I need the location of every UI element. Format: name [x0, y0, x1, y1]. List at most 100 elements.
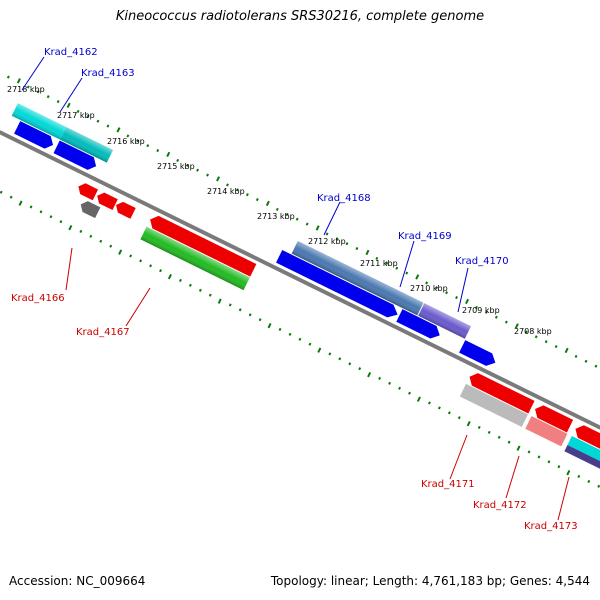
tick-mark [547, 460, 551, 464]
tick-mark [68, 224, 73, 231]
tick-mark [537, 455, 541, 459]
tick-mark [96, 119, 100, 123]
tick-mark [475, 305, 478, 309]
gene-label-reverse[interactable]: Krad_4167 [76, 327, 130, 338]
kbp-label: 2715 kbp [157, 162, 195, 171]
tick-mark [79, 229, 83, 234]
gene-gray[interactable] [78, 199, 101, 219]
map-title: Kineococcus radiotolerans SRS30216, comp… [115, 9, 485, 24]
gene-label-reverse[interactable]: Krad_4173 [524, 521, 578, 532]
tick-mark [416, 396, 421, 402]
tick-mark [59, 220, 63, 224]
tick-mark [226, 183, 229, 187]
gene-blue-5[interactable] [459, 340, 498, 369]
rotated-map-group [0, 75, 600, 488]
gene-silver[interactable] [459, 383, 528, 427]
tick-mark [216, 176, 221, 182]
tick-mark [507, 440, 511, 444]
gene-blue-2[interactable] [53, 140, 100, 173]
tick-mark [129, 254, 133, 258]
gene-label-forward[interactable]: Krad_4163 [81, 68, 135, 79]
gene-cyan-3[interactable] [567, 436, 600, 472]
tick-mark [159, 269, 162, 273]
tick-mark [524, 330, 528, 334]
gene-red-small-1[interactable] [76, 181, 99, 201]
tick-mark [278, 327, 282, 332]
tick-mark [457, 416, 461, 420]
tick-mark [235, 188, 239, 192]
tick-mark [196, 168, 200, 172]
tick-mark [494, 315, 498, 319]
tick-mark [338, 357, 342, 361]
gene-red-long[interactable] [147, 213, 257, 277]
gene-red-small-2[interactable] [95, 190, 118, 210]
tick-mark [156, 149, 160, 153]
tick-mark [527, 450, 531, 454]
tick-mark [149, 264, 153, 268]
gene-red-5[interactable] [532, 403, 574, 433]
gene-salmon[interactable] [525, 416, 568, 447]
tick-mark [516, 445, 521, 451]
tick-mark [267, 323, 272, 329]
gene-label-reverse[interactable]: Krad_4166 [11, 293, 65, 304]
upper-tick-row [6, 75, 598, 368]
tick-mark [395, 266, 399, 270]
tick-mark [116, 127, 121, 133]
gene-red-6[interactable] [572, 423, 600, 460]
tick-mark [26, 85, 30, 89]
kbp-label: 2708 kbp [514, 327, 552, 336]
tick-mark [358, 367, 362, 371]
forward-leader-lines [21, 56, 469, 313]
tick-mark [275, 207, 279, 211]
tick-mark [186, 163, 190, 167]
tick-mark [504, 320, 508, 324]
gene-red-small-3[interactable] [113, 200, 136, 219]
tick-mark [56, 100, 60, 104]
tick-mark [66, 102, 71, 109]
tick-mark [126, 134, 130, 138]
tick-mark [9, 195, 13, 199]
tick-mark [557, 465, 561, 469]
kbp-label: 2716 kbp [107, 137, 145, 146]
gene-blue-3[interactable] [276, 250, 401, 321]
gene-label-forward[interactable]: Krad_4162 [44, 47, 98, 58]
tick-mark [345, 242, 349, 246]
tick-mark [106, 124, 110, 128]
tick-mark [435, 286, 439, 290]
gene-label-reverse[interactable]: Krad_4171 [421, 479, 475, 490]
tick-mark [49, 215, 53, 219]
tick-mark [258, 318, 262, 322]
tick-mark [217, 298, 222, 304]
reverse-genes [76, 181, 600, 478]
tick-mark [315, 225, 320, 231]
gene-label-forward[interactable]: Krad_4170 [455, 256, 509, 267]
kbp-label: 2714 kbp [207, 187, 245, 196]
tick-mark [238, 308, 242, 312]
tick-mark [466, 421, 471, 427]
tick-mark [594, 364, 598, 368]
tick-mark [385, 261, 389, 265]
gene-darkslate[interactable] [564, 444, 600, 478]
gene-red-4[interactable] [466, 370, 535, 414]
tick-mark [86, 114, 90, 118]
tick-mark [76, 109, 80, 113]
tick-mark [109, 244, 113, 248]
tick-mark [566, 470, 571, 476]
tick-mark [584, 359, 588, 363]
tick-mark [425, 281, 429, 285]
gene-blue-4[interactable] [396, 309, 443, 341]
tick-mark [365, 249, 370, 256]
tick-mark [265, 200, 270, 207]
tick-mark [6, 75, 10, 79]
tick-mark [405, 271, 409, 275]
gene-label-reverse[interactable]: Krad_4172 [473, 500, 527, 511]
tick-mark [46, 95, 50, 99]
tick-mark [447, 411, 451, 415]
tick-mark [367, 372, 372, 378]
tick-mark [577, 474, 581, 479]
gene-label-forward[interactable]: Krad_4168 [317, 193, 371, 204]
tick-mark [89, 234, 93, 238]
gene-blue-1[interactable] [14, 121, 56, 151]
gene-label-forward[interactable]: Krad_4169 [398, 231, 452, 242]
